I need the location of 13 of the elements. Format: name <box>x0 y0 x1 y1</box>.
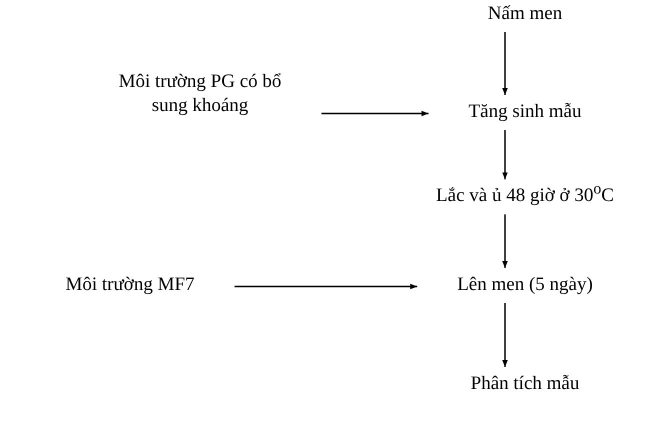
step-text: Tăng sinh mẫu <box>468 101 582 122</box>
step-text: Nấm men <box>488 3 562 24</box>
arrow <box>502 32 508 95</box>
arrow <box>234 284 418 290</box>
arrow <box>502 303 508 367</box>
step-text: Lên men (5 ngày) <box>457 274 593 295</box>
step-text: Lắc và ủ 48 giờ ở 30$^{o}$C <box>436 185 614 206</box>
arrow <box>502 214 508 268</box>
arrow <box>321 110 429 116</box>
arrow <box>502 130 508 180</box>
step-text: Môi trường PG có bổ sung khoáng <box>118 71 282 116</box>
step-text: Phân tích mẫu <box>470 373 580 394</box>
step-text: Môi trường MF7 <box>65 274 195 295</box>
